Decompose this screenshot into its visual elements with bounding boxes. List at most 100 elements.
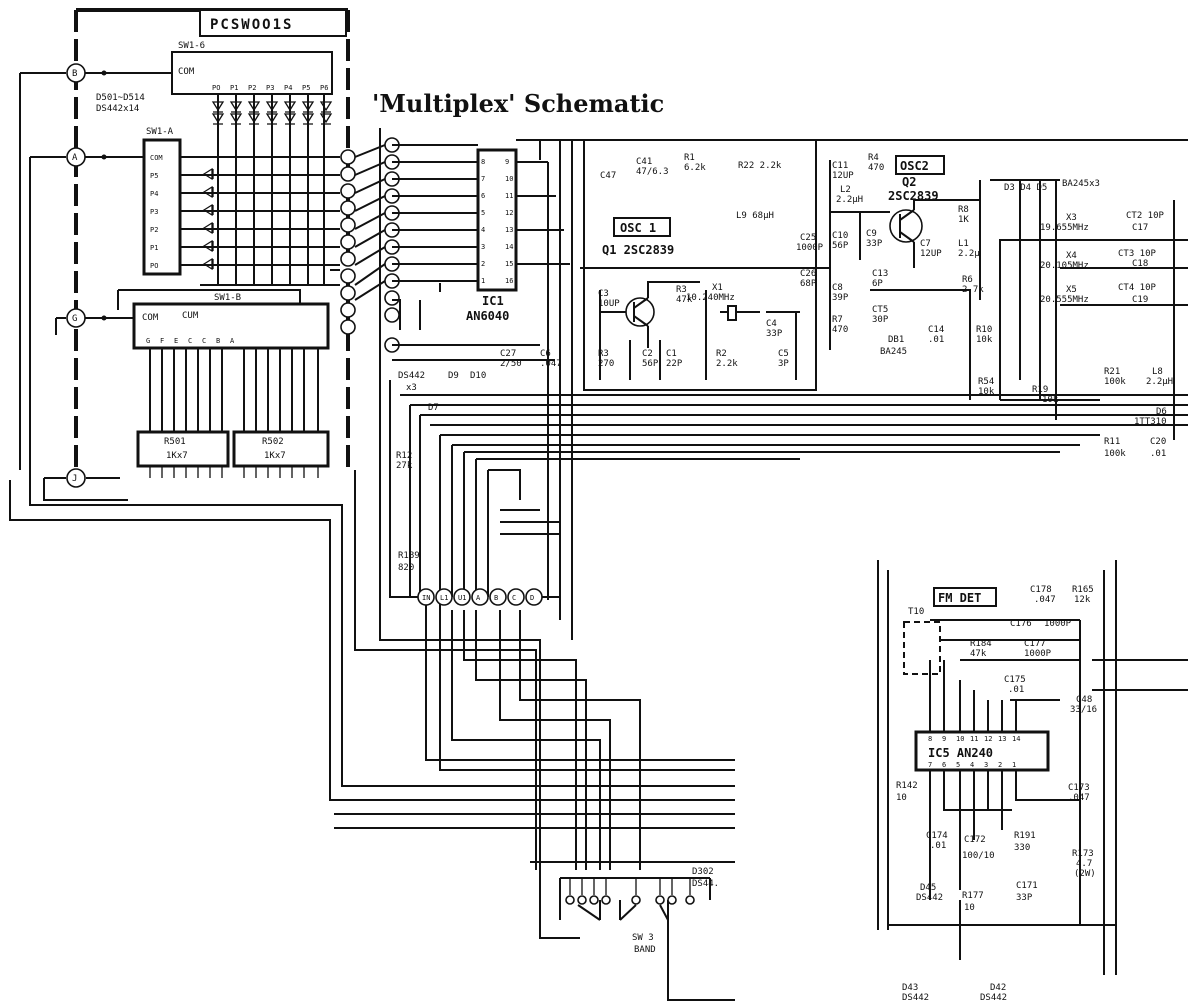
- d43-label: D43: [902, 983, 918, 993]
- bottom-node-terminal: [417, 588, 435, 606]
- sw3-contact: [685, 895, 695, 905]
- d10-label: D10: [470, 371, 486, 381]
- component-label-c13: C13: [872, 269, 888, 279]
- component-label-r2: R2: [716, 349, 727, 359]
- component-label-c5v: 3P: [778, 359, 789, 369]
- ic5-label: IC5 AN240: [928, 746, 993, 760]
- ic1-pin-right: 12: [505, 209, 513, 217]
- connector-pin: [340, 234, 356, 250]
- ic1-pin-right: 10: [505, 175, 513, 183]
- component-label-c176v: 1000P: [1044, 619, 1072, 629]
- component-label-r2v: 2.2k: [716, 359, 738, 369]
- component-label-c26: C26: [800, 269, 816, 279]
- connector-pin: [384, 290, 400, 306]
- bottom-node-terminal: [507, 588, 525, 606]
- sw1b-contact-letter: E: [174, 337, 178, 345]
- component-label-c47: C47: [600, 171, 616, 181]
- ds442-x3-label: DS442: [398, 371, 425, 381]
- osc2-q: Q2: [902, 175, 916, 189]
- component-label-c4v: 33P: [766, 329, 783, 339]
- ic1-pin-right: 15: [505, 260, 513, 268]
- sw1b-contact-letter: A: [230, 337, 235, 345]
- ic1-pin-left: 7: [481, 175, 485, 183]
- sw1-position-label: P2: [248, 84, 256, 92]
- component-label-r19: R19: [1032, 385, 1048, 395]
- component-label-c9: C9: [866, 229, 877, 239]
- ba245-label: BA245x3: [1062, 179, 1100, 189]
- component-label-r173w: (2W): [1074, 869, 1096, 879]
- sw3-contact: [601, 895, 611, 905]
- component-label-l1: L1: [958, 239, 969, 249]
- bottom-node-letter: B: [494, 594, 498, 602]
- bottom-node-letter: C: [512, 594, 516, 602]
- osc2-block: OSC2 Q2 2SC2839: [829, 155, 1188, 440]
- ic1-pin-right: 13: [505, 226, 513, 234]
- ic5-pin-bottom: 7: [928, 761, 932, 769]
- component-label-c178v: .047: [1034, 595, 1056, 605]
- d42-part: DS442: [980, 993, 1007, 1003]
- component-label-c25: C25: [800, 233, 816, 243]
- resistor-network-r501: R501 1Kx7: [136, 430, 230, 468]
- component-label-r10: R10: [976, 325, 992, 335]
- component-label-c7: C7: [920, 239, 931, 249]
- component-label-l2: L2: [840, 185, 851, 195]
- sw3-contact: [655, 895, 665, 905]
- ic5-pin-bottom: 3: [984, 761, 988, 769]
- connector-pin: [340, 251, 356, 267]
- ic5-pin-top: 9: [942, 735, 946, 743]
- component-label-c19: C19: [1132, 295, 1148, 305]
- component-label-c175: C175: [1004, 675, 1026, 685]
- r501-value: 1Kx7: [166, 451, 188, 461]
- sw3-contact: [577, 895, 587, 905]
- component-label-r10v: 10k: [976, 335, 993, 345]
- d42-label: D42: [990, 983, 1006, 993]
- sw1-position-label: P1: [230, 84, 238, 92]
- component-label-c48: C48: [1076, 695, 1092, 705]
- component-label-c41v: 47/6.3: [636, 167, 669, 177]
- component-label-c17: C17: [1132, 223, 1148, 233]
- node-letter: J: [72, 474, 77, 484]
- sw3-band-switch: SW 3 BAND D302 DS44.: [559, 867, 719, 955]
- component-label-c26v: 68P: [800, 279, 817, 289]
- component-label-l2v: 2.2μH: [836, 195, 863, 205]
- ic5-chip: [914, 730, 1050, 772]
- diode-labels: DS442 x3 D7 D9 D10 D3 D4 D5 BA245x3 D43 …: [398, 179, 1167, 1003]
- sw1-com-label: COM: [178, 67, 195, 77]
- component-label-c14v: .01: [928, 335, 944, 345]
- component-label-r189v: 820: [398, 563, 414, 573]
- component-label-r189: R189: [398, 551, 420, 561]
- bottom-node-letter: L1: [440, 594, 448, 602]
- component-label-c178: C178: [1030, 585, 1052, 595]
- diode-symbol: [319, 101, 333, 113]
- component-label-x1: X1: [712, 283, 723, 293]
- ic5-pin-top: 12: [984, 735, 992, 743]
- component-label-r142v: 10: [896, 793, 907, 803]
- sw1-position-label: P5: [302, 84, 310, 92]
- bottom-node-letter: U1: [458, 594, 466, 602]
- ds442-x3-count: x3: [406, 383, 417, 393]
- ic1-pin-right: 14: [505, 243, 513, 251]
- r502-name: R502: [262, 437, 284, 447]
- component-label-r22: R22 2.2k: [738, 161, 782, 171]
- component-label-x4: X4: [1066, 251, 1077, 261]
- db1-part: BA245: [880, 347, 907, 357]
- component-label-x3: X3: [1066, 213, 1077, 223]
- component-label-r7v: 470: [832, 325, 848, 335]
- sw3-contact: [667, 895, 677, 905]
- component-label-c25v: 1000P: [796, 243, 824, 253]
- pcsw-board: PCSWOO1S: [74, 8, 350, 480]
- bottom-node-terminal: [471, 588, 489, 606]
- sw3-contact: [565, 895, 575, 905]
- component-label-c48v: 33/16: [1070, 705, 1097, 715]
- component-label-x5: X5: [1066, 285, 1077, 295]
- sw3-contact: [631, 895, 641, 905]
- d45-label: D45: [920, 883, 936, 893]
- component-label-ct2: CT2 10P: [1126, 211, 1165, 221]
- component-label-r191v: 330: [1014, 843, 1030, 853]
- sw1a-position-label: P2: [150, 226, 158, 234]
- d302-label: D302: [692, 867, 714, 877]
- component-label-c8: C8: [832, 283, 843, 293]
